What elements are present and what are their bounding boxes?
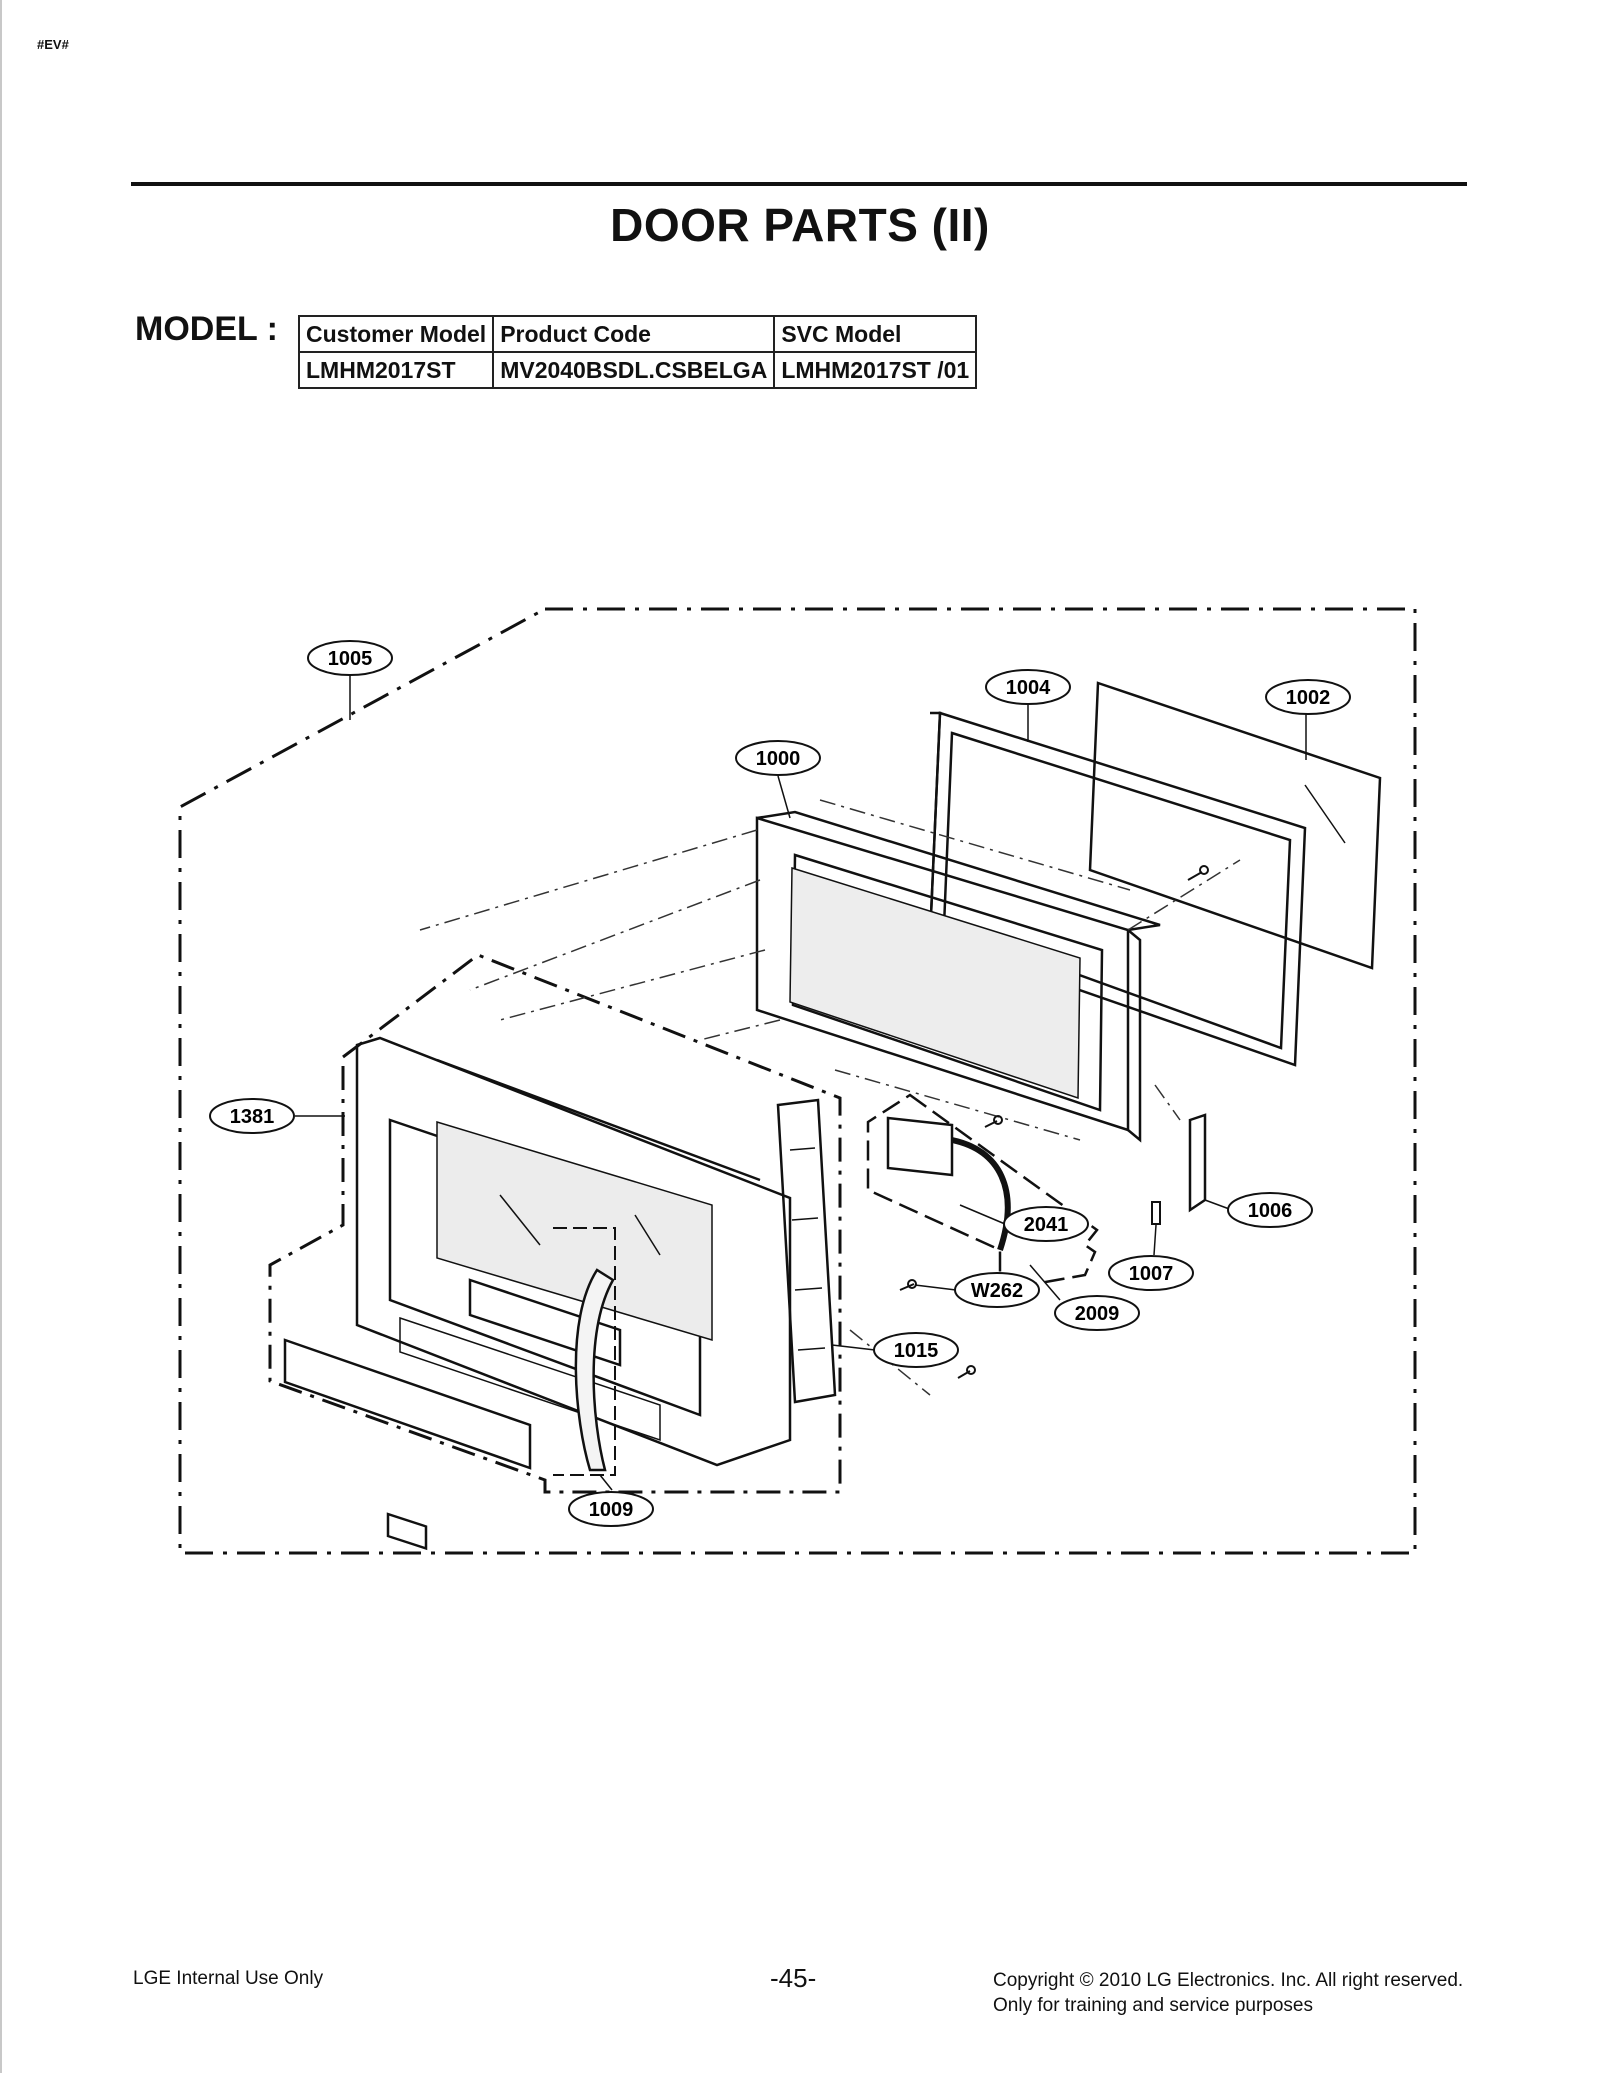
callout-1002-label: 1002 (1286, 687, 1331, 709)
callout-1009-label: 1009 (589, 1499, 634, 1521)
part-2041-board (866, 1093, 1099, 1292)
model-table-header: Customer Model Product Code SVC Model (297, 315, 978, 353)
callout-1000: 1000 (735, 740, 821, 776)
part-1009-handle (553, 1227, 616, 1476)
callout-1004: 1004 (985, 669, 1071, 705)
callout-2009: 2009 (1054, 1295, 1140, 1331)
part-1000-door-frame (755, 810, 1161, 1143)
projection-lines (419, 799, 1241, 1396)
footer-page-number: -45- (770, 1963, 817, 1993)
cell-svc-model: LMHM2017ST /01 (773, 351, 978, 389)
page-title: DOOR PARTS (II) (610, 199, 990, 251)
part-1004-frame (928, 711, 1307, 1067)
part-1007-spring (1151, 1201, 1161, 1225)
cell-product-code: MV2040BSDL.CSBELGA (492, 351, 776, 389)
part-1015-latch-bar (776, 1098, 837, 1404)
callout-1015-label: 1015 (894, 1340, 939, 1362)
callout-1009: 1009 (568, 1491, 654, 1527)
part-1381-front-panel (355, 1036, 792, 1467)
callout-2009-label: 2009 (1075, 1303, 1120, 1325)
callout-W262-label: W262 (971, 1280, 1023, 1302)
callout-1381-label: 1381 (230, 1106, 275, 1128)
callout-2041: 2041 (1003, 1206, 1089, 1242)
model-label: MODEL : (135, 310, 278, 348)
callout-1015: 1015 (873, 1332, 959, 1368)
front-group-outline (268, 953, 842, 1494)
title-rule (131, 182, 1467, 186)
screws (899, 865, 1209, 1379)
part-1006-lever (1188, 1113, 1207, 1213)
page-edge (0, 0, 2, 2073)
callout-1006-label: 1006 (1248, 1200, 1293, 1222)
model-table: Customer Model Product Code SVC Model LM… (297, 315, 978, 389)
callout-1000-label: 1000 (756, 748, 801, 770)
footer-internal-use: LGE Internal Use Only (133, 1968, 324, 1989)
leader-lines (295, 674, 1307, 1491)
footer-copyright-line2: Only for training and service purposes (993, 1995, 1313, 2016)
part-trim-plate (283, 1338, 532, 1551)
cell-customer-model: LMHM2017ST (297, 351, 495, 389)
callout-1006: 1006 (1227, 1192, 1313, 1228)
footer-copyright-line1: Copyright © 2010 LG Electronics. Inc. Al… (993, 1970, 1464, 1991)
callout-1005: 1005 (307, 640, 393, 676)
footer-copyright: Copyright © 2010 LG Electronics. Inc. Al… (993, 1968, 1463, 2018)
callout-2041-label: 2041 (1024, 1214, 1069, 1236)
page-tag: #EV# (37, 37, 69, 52)
callout-1005-label: 1005 (328, 648, 373, 670)
callout-1004-label: 1004 (1006, 677, 1051, 699)
callout-1007: 1007 (1108, 1255, 1194, 1291)
callout-1007-label: 1007 (1129, 1263, 1174, 1285)
part-1002-glass (1088, 681, 1382, 970)
header-svc-model: SVC Model (773, 315, 978, 353)
callout-1381: 1381 (209, 1098, 295, 1134)
model-table-row: LMHM2017ST MV2040BSDL.CSBELGA LMHM2017ST… (297, 351, 978, 389)
header-customer-model: Customer Model (297, 315, 495, 353)
boundary-outline (178, 607, 1417, 1555)
header-product-code: Product Code (492, 315, 776, 353)
callout-W262: W262 (954, 1272, 1040, 1308)
callout-1002: 1002 (1265, 679, 1351, 715)
